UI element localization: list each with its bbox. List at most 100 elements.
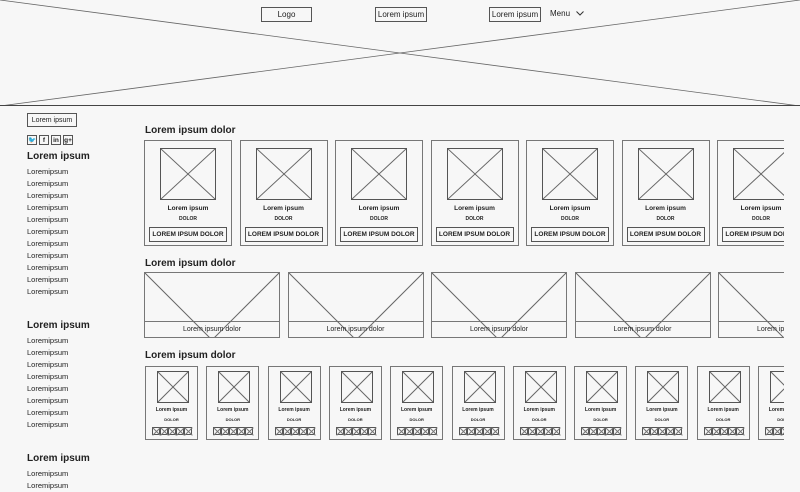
product-subtitle: DOLOR	[532, 417, 547, 422]
sidebar-link[interactable]: Loremipsum	[27, 251, 69, 260]
menu-dropdown[interactable]: Menu	[550, 9, 584, 18]
rating-star-icon	[397, 427, 406, 435]
rating-star-icon	[711, 427, 720, 435]
rating-star-icon	[765, 427, 773, 435]
sidebar-button[interactable]: Lorem ipsum	[27, 113, 77, 127]
rating-star-icon	[642, 427, 651, 435]
rating-star-icon	[527, 427, 536, 435]
sidebar-link[interactable]: Loremipsum	[27, 215, 69, 224]
image-placeholder-icon	[719, 273, 784, 338]
sidebar-link[interactable]: Loremipsum	[27, 469, 69, 478]
section-title-1: Lorem ipsum dolor	[145, 125, 236, 136]
sidebar-link[interactable]: Loremipsum	[27, 372, 69, 381]
sidebar-link[interactable]: Loremipsum	[27, 348, 69, 357]
product-subtitle: DOLOR	[286, 417, 302, 422]
twitter-icon[interactable]: 🐦	[27, 135, 37, 145]
rating-star-icon	[703, 427, 712, 435]
product-name: Lorem ipsum	[454, 205, 495, 212]
rating-stars	[765, 427, 784, 435]
product-card-button[interactable]: LOREM IPSUM DOLOR	[531, 227, 609, 242]
banner-caption: Lorem ipsum dolor	[613, 326, 672, 333]
banner-image	[719, 273, 784, 322]
sidebar-link[interactable]: Loremipsum	[27, 167, 69, 176]
product-subtitle: DOLOR	[777, 417, 784, 422]
product-name: Lorem ipsum	[339, 407, 372, 413]
product-image	[708, 371, 741, 403]
rating-star-icon	[343, 427, 352, 435]
sidebar-link[interactable]: Loremipsum	[27, 420, 69, 429]
sidebar-link[interactable]: Loremipsum	[27, 287, 69, 296]
rating-star-icon	[274, 427, 283, 435]
sidebar-link[interactable]: Loremipsum	[27, 263, 69, 272]
sidebar-link[interactable]: Loremipsum	[27, 227, 69, 236]
sidebar-link[interactable]: Loremipsum	[27, 336, 69, 345]
facebook-icon[interactable]: f	[39, 135, 49, 145]
image-placeholder-icon	[543, 149, 597, 199]
rating-star-icon	[335, 427, 344, 435]
product-image	[733, 148, 784, 200]
product-subtitle: DOLOR	[409, 417, 424, 422]
nav-button-2[interactable]: Lorem ipsum	[489, 7, 541, 22]
image-placeholder-icon	[648, 372, 678, 402]
sidebar-link[interactable]: Loremipsum	[27, 275, 69, 284]
section-title-3: Lorem ipsum dolor	[145, 350, 236, 361]
product-image	[647, 371, 680, 403]
google-plus-icon[interactable]: g+	[63, 135, 73, 145]
banner-card[interactable]: Lorem ipsum dolor	[574, 272, 711, 338]
sidebar-link[interactable]: Loremipsum	[27, 384, 69, 393]
sidebar-group-title: Lorem ipsum	[27, 320, 90, 331]
rating-star-icon	[719, 427, 728, 435]
sidebar-link[interactable]: Loremipsum	[27, 203, 69, 212]
product-image	[586, 371, 619, 403]
image-placeholder-icon	[257, 149, 311, 199]
sidebar-link[interactable]: Loremipsum	[27, 191, 69, 200]
product-subtitle: DOLOR	[654, 417, 670, 422]
rating-star-icon	[482, 427, 491, 435]
product-card-button[interactable]: LOREM IPSUM DOLOR	[149, 227, 227, 242]
banner-card[interactable]: Lorem ipsum dolor	[431, 272, 567, 338]
rating-star-icon	[605, 427, 614, 435]
product-name: Lorem ipsum	[278, 407, 310, 413]
banner-card[interactable]: Lorem ipsum dolor	[718, 272, 784, 338]
product-subtitle: DOLOR	[560, 216, 580, 222]
product-image	[157, 371, 189, 403]
image-placeholder-icon	[771, 372, 784, 402]
banner-card[interactable]: Lorem ipsum dolor	[287, 272, 424, 338]
image-placeholder-icon	[465, 372, 495, 402]
sidebar-link[interactable]: Loremipsum	[27, 179, 69, 188]
sidebar-link[interactable]: Loremipsum	[27, 408, 69, 417]
sidebar-link[interactable]: Loremipsum	[27, 239, 69, 248]
product-card-button[interactable]: LOREM IPSUM DOLOR	[435, 227, 514, 242]
product-name: Lorem ipsum	[167, 205, 209, 212]
sidebar-link[interactable]: Loremipsum	[27, 360, 69, 369]
nav-button-1[interactable]: Lorem ipsum	[375, 7, 427, 22]
sidebar-link[interactable]: Loremipsum	[27, 481, 69, 490]
logo[interactable]: Logo	[261, 7, 312, 22]
product-card-button[interactable]: LOREM IPSUM DOLOR	[626, 227, 705, 242]
rating-stars	[335, 427, 376, 435]
product-subtitle: DOLOR	[470, 417, 486, 422]
sidebar-link[interactable]: Loremipsum	[27, 396, 69, 405]
product-card-button[interactable]: LOREM IPSUM DOLOR	[340, 227, 418, 242]
linkedin-icon[interactable]: in	[51, 135, 61, 145]
product-subtitle: DOLOR	[715, 417, 731, 422]
rating-star-icon	[781, 427, 784, 435]
product-image	[637, 148, 694, 200]
rating-star-icon	[658, 427, 667, 435]
product-name: Lorem ipsum	[740, 205, 782, 212]
product-card-button[interactable]: LOREM IPSUM DOLOR	[244, 227, 323, 242]
product-card-button[interactable]: LOREM IPSUM DOLOR	[722, 227, 784, 242]
rating-star-icon	[306, 427, 315, 435]
banner-caption: Lorem ipsum dolor	[470, 326, 528, 333]
banner-card[interactable]: Lorem ipsum dolor	[144, 272, 280, 338]
rating-stars	[519, 427, 560, 435]
rating-star-icon	[290, 427, 299, 435]
product-subtitle: DOLOR	[656, 216, 675, 222]
image-placeholder-icon	[448, 149, 502, 199]
